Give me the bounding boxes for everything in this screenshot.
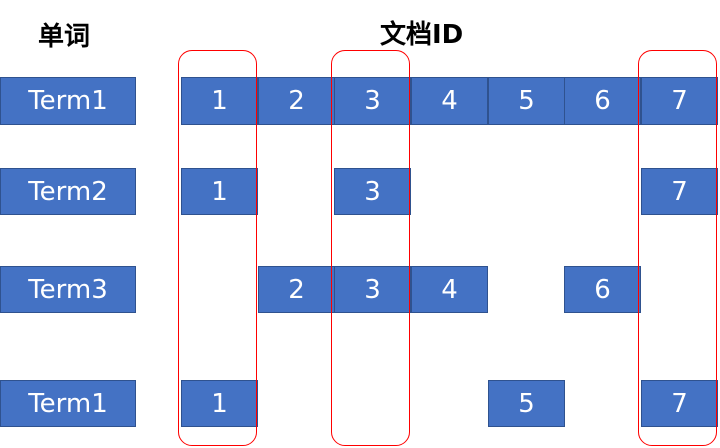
doc-id-cell: 7 (641, 168, 718, 215)
docs-header: 文档ID (380, 20, 464, 50)
doc-id-cell: 3 (334, 168, 411, 215)
doc-id-cell: 6 (564, 77, 641, 125)
doc-id-cell: 3 (334, 77, 411, 125)
doc-id-cell: 1 (181, 380, 258, 427)
term-label: Term2 (0, 168, 136, 215)
doc-id-cell: 4 (411, 77, 488, 125)
doc-id-cell: 4 (411, 266, 488, 313)
doc-id-cell: 1 (181, 168, 258, 215)
term-label: Term1 (0, 380, 136, 427)
terms-header: 单词 (38, 22, 91, 52)
doc-id-cell: 5 (488, 77, 565, 125)
doc-id-cell: 1 (181, 77, 258, 125)
term-label: Term3 (0, 266, 136, 313)
doc-id-cell: 5 (488, 380, 565, 427)
doc-id-cell: 3 (334, 266, 411, 313)
doc-id-cell: 6 (564, 266, 641, 313)
term-label: Term1 (0, 77, 136, 125)
doc-id-cell: 2 (258, 77, 335, 125)
doc-id-cell: 2 (258, 266, 335, 313)
doc-id-cell: 7 (641, 77, 718, 125)
doc-id-cell: 7 (641, 380, 718, 427)
